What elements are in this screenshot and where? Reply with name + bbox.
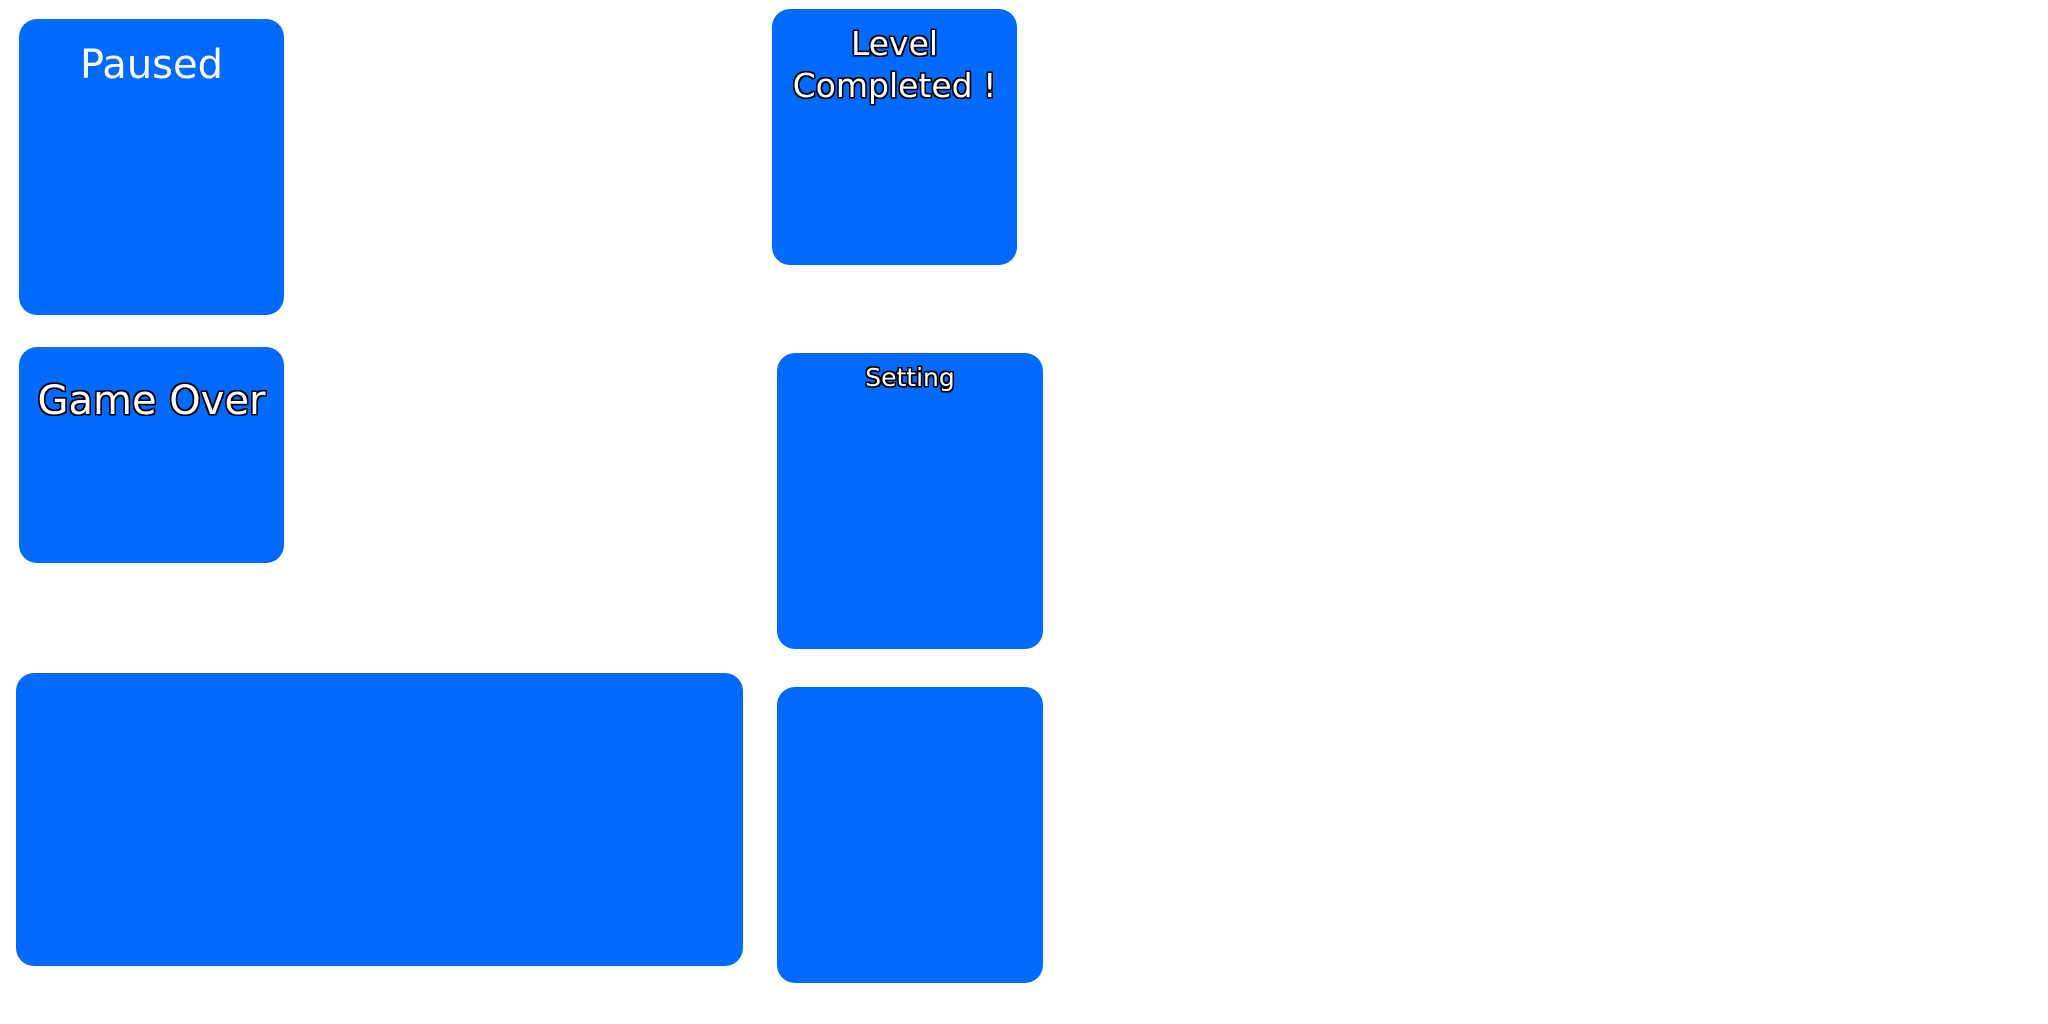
wide-empty-panel: [16, 673, 743, 966]
small-empty-panel: [777, 687, 1043, 983]
paused-title: Paused: [79, 42, 224, 88]
game-over-title: Game Over: [37, 378, 266, 424]
paused-panel: Paused: [19, 19, 284, 315]
level-completed-title: Level Completed !: [792, 24, 997, 105]
setting-panel: Setting: [777, 353, 1043, 649]
game-over-panel: Game Over: [19, 347, 284, 563]
setting-title: Setting: [865, 363, 955, 392]
level-completed-panel: Level Completed !: [772, 9, 1017, 265]
